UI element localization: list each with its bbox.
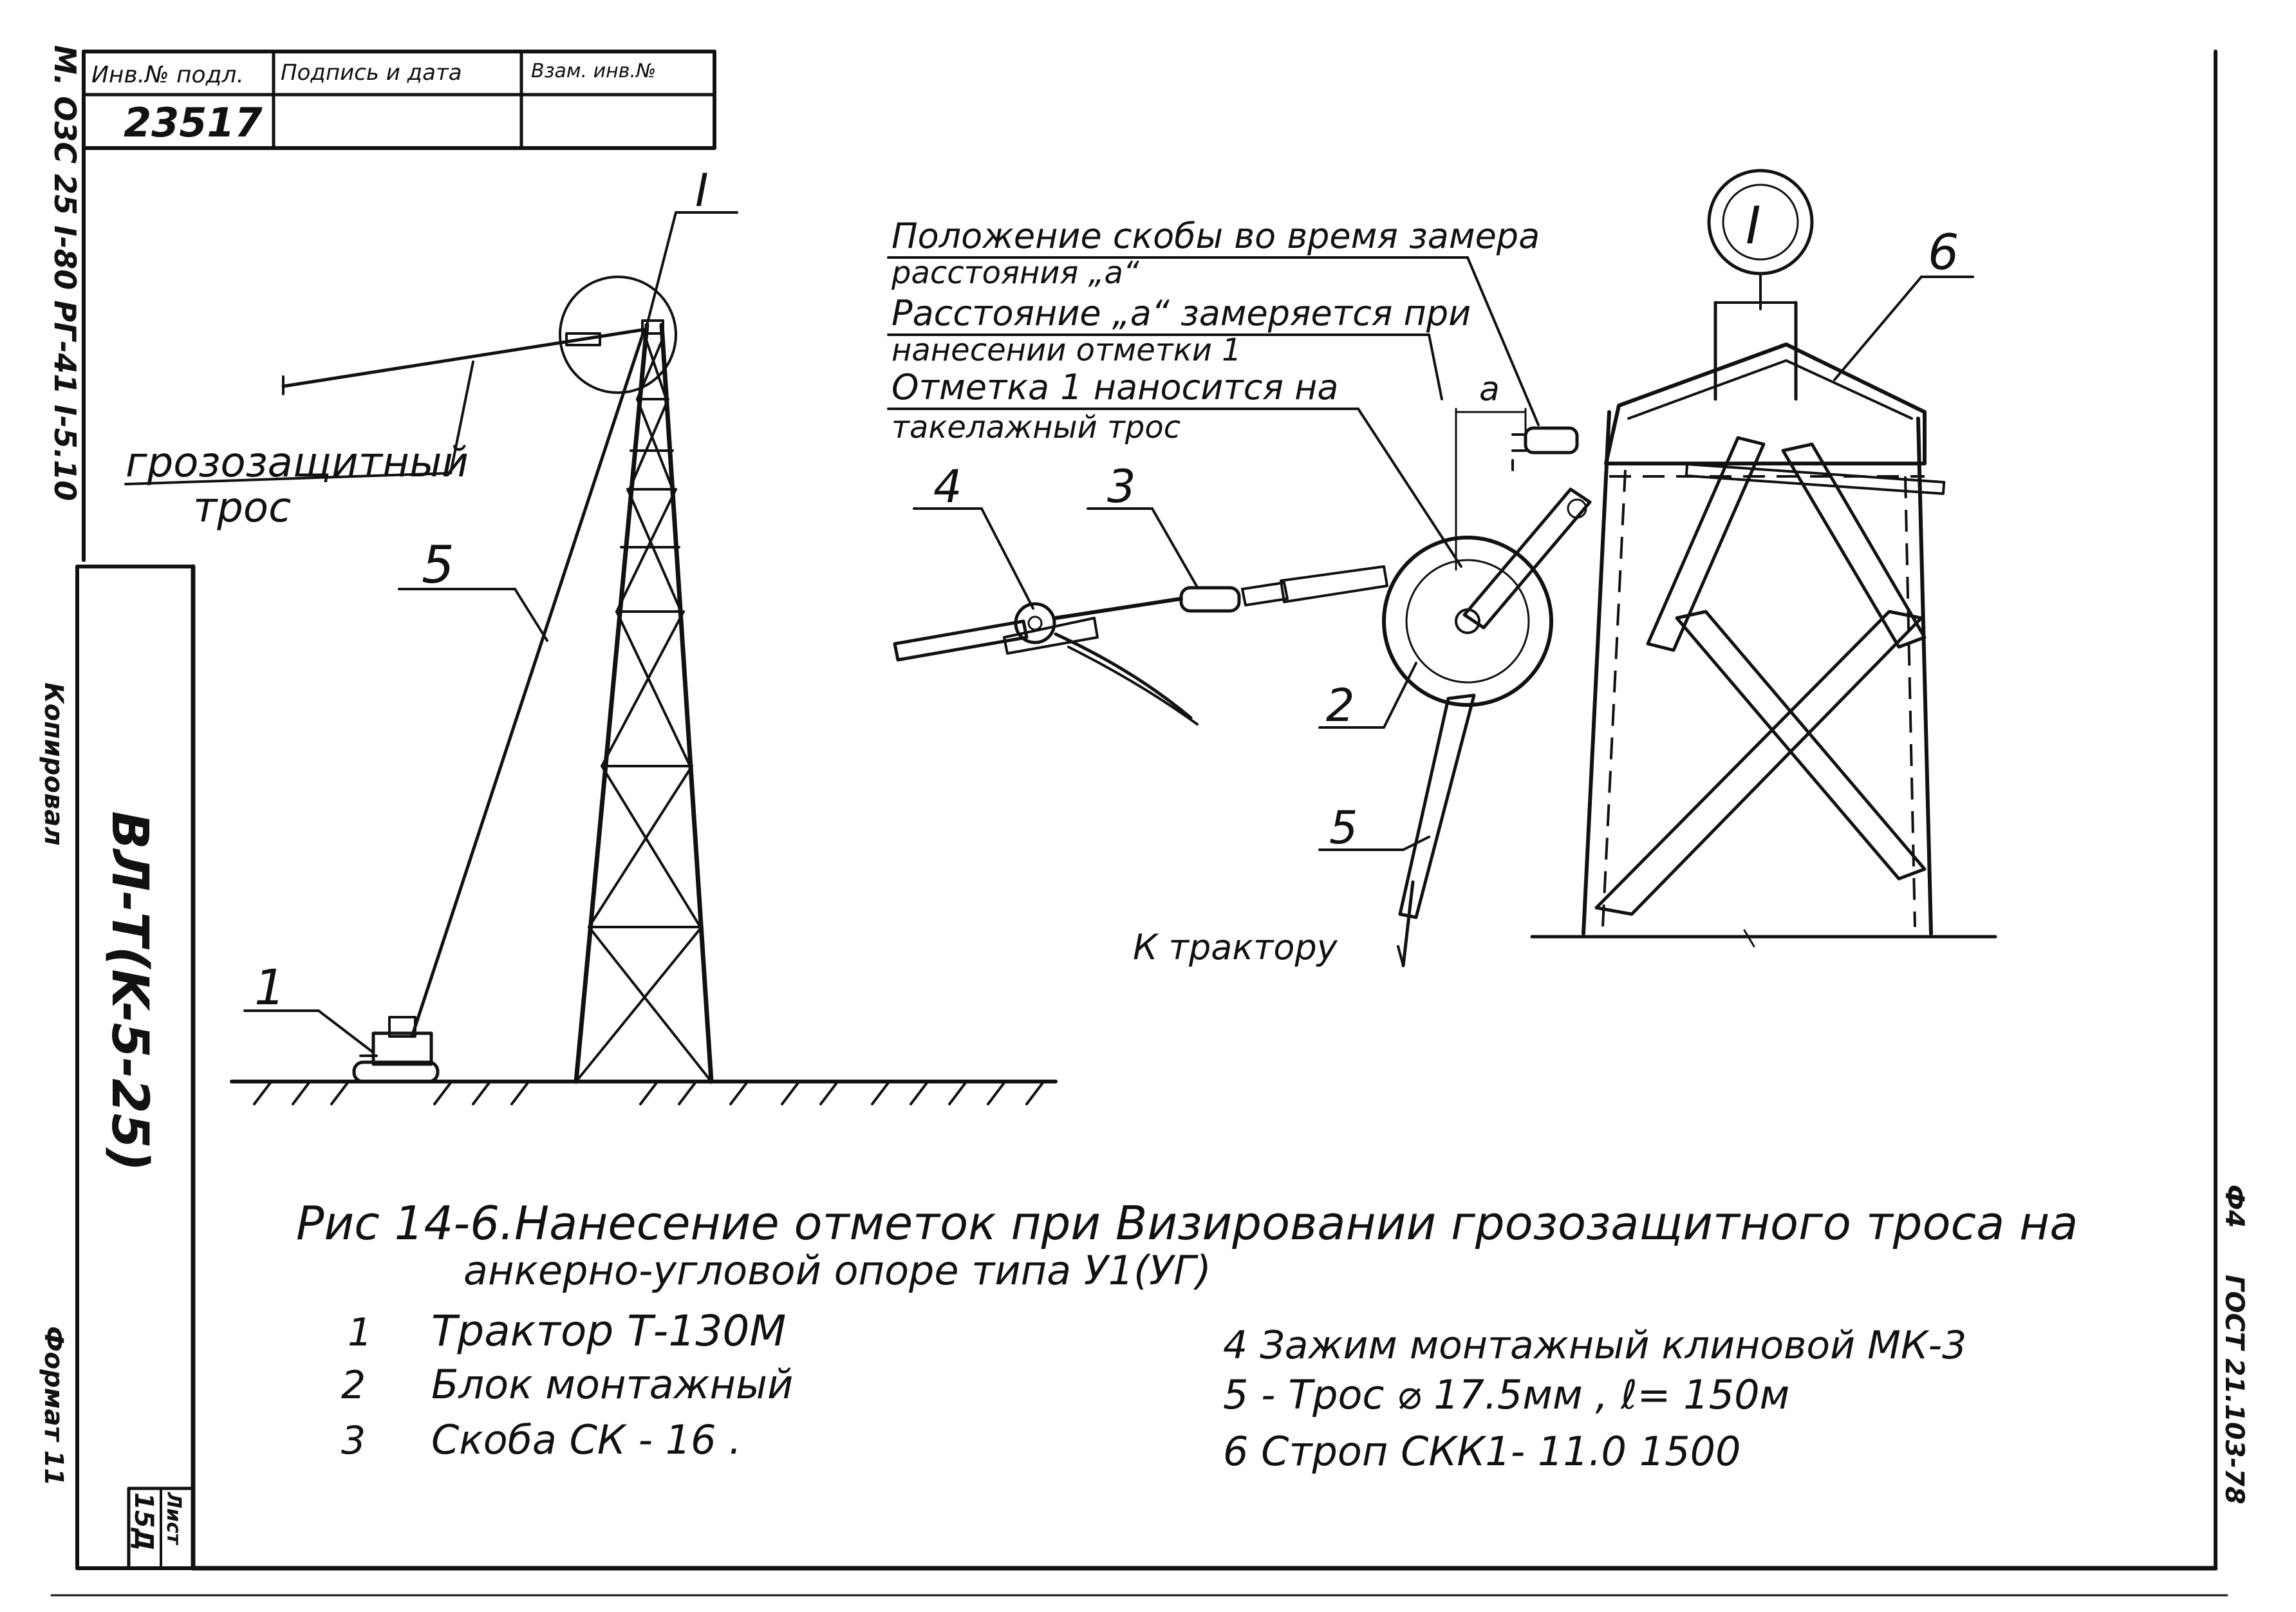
sheet-number-box: Лист 15Д (127, 1486, 195, 1570)
callout-2-right: 2 (1326, 679, 1355, 732)
legend-left-2-num: 2 (341, 1363, 366, 1408)
stamp-header-sign: Подпись и дата (281, 60, 462, 86)
callout-I-right: I (1746, 196, 1761, 256)
note-2b: нанесении отметки 1 (891, 332, 1242, 368)
stamp-inventory: Инв.№ подл. Подпись и дата Взам. инв.№ 2… (82, 50, 716, 150)
margin-top-left-code: M. O3C 25 I-80 PГ-41 I-5.10 (48, 45, 82, 501)
note-3b: такелажный трос (891, 409, 1181, 445)
left-margin-texts: M. O3C 25 I-80 PГ-41 I-5.10 Копировал Фо… (39, 45, 158, 1486)
legend-right-4: 4 Зажим монтажный клиновой МК-3 (1223, 1323, 1966, 1368)
callout-6: 6 (1833, 223, 1974, 381)
sheet-frame (50, 50, 2228, 1597)
ground-line-left (230, 1080, 1058, 1105)
stamp-header-inv: Инв.№ подл. (91, 62, 244, 88)
stamp-header-replace: Взам. инв.№ (531, 60, 656, 82)
legend-left-3-num: 3 (341, 1418, 366, 1463)
margin-right-f: Ф4 (2219, 1185, 2249, 1228)
sheet-label: Лист (162, 1492, 185, 1546)
caption-line2: анкерно-угловой опоре типа У1(УГ) (463, 1247, 1211, 1294)
legend-left-2-text: Блок монтажный (431, 1361, 793, 1408)
callouts-right: 4 3 2 5 К трактору (913, 460, 1430, 968)
stamp-inv-number: 23517 (124, 99, 263, 146)
callout-6-label: 6 (1928, 223, 1959, 281)
tower-top-detail (1530, 301, 1997, 948)
caption: Рис 14-6.Нанесение отметок при Визирован… (296, 1196, 2078, 1294)
legend: 1 Трактор Т-130М 2 Блок монтажный 3 Скоб… (341, 1306, 1966, 1475)
to-tractor-label: К трактору (1133, 927, 1338, 968)
callout-5-left: 5 (422, 535, 454, 595)
callout-circle-I-left: I (559, 164, 738, 394)
margin-project-code: BЛ-T(K-5-25) (100, 811, 158, 1171)
margin-copied: Копировал (39, 682, 68, 846)
callout-1-left: 1 (254, 959, 285, 1016)
margin-right-gost: ГОСТ 21.103-78 (2219, 1275, 2249, 1504)
sheet-number: 15Д (129, 1492, 158, 1551)
caption-line1: Рис 14-6.Нанесение отметок при Визирован… (296, 1196, 2078, 1250)
rigging-assembly (893, 426, 1592, 968)
dim-a-label: a (1479, 370, 1500, 409)
callout-I-left: I (695, 164, 709, 217)
callout-3-right: 3 (1107, 460, 1136, 513)
note-2a: Расстояние „а“ замеряется при (891, 293, 1471, 333)
legend-right-6: 6 Строп СКК1- 11.0 1500 (1223, 1428, 1741, 1475)
note-3a: Отметка 1 наносится на (891, 367, 1339, 408)
legend-left-1-text: Трактор Т-130М (431, 1306, 786, 1356)
notes: Положение скобы во время замера расстоян… (887, 216, 1540, 568)
margin-format: Формат 11 (39, 1326, 68, 1486)
callout-4-right: 4 (933, 460, 962, 513)
rope-label-line2: трос (193, 484, 291, 532)
lattice-tower (574, 319, 714, 1084)
tractor-icon: 1 (243, 959, 440, 1083)
dimension-a: a (1455, 370, 1527, 571)
callout-5-right: 5 (1329, 801, 1358, 854)
pulling-rope-5-left: 5 (398, 330, 646, 1038)
note-1b: расстояния „а“ (891, 255, 1140, 291)
detail-I-circle: I (1707, 169, 1814, 310)
pulley-block (1382, 536, 1553, 707)
legend-left-3-text: Скоба СК - 16 . (431, 1416, 742, 1463)
legend-left-1-num: 1 (348, 1310, 372, 1355)
note-1a: Положение скобы во время замера (891, 216, 1540, 256)
right-margin-texts: Ф4 ГОСТ 21.103-78 (2219, 1185, 2249, 1504)
groundwire-rope: грозозащитный трос (124, 328, 646, 532)
legend-right-5: 5 - Трос ⌀ 17.5мм , ℓ= 150м (1223, 1371, 1789, 1418)
